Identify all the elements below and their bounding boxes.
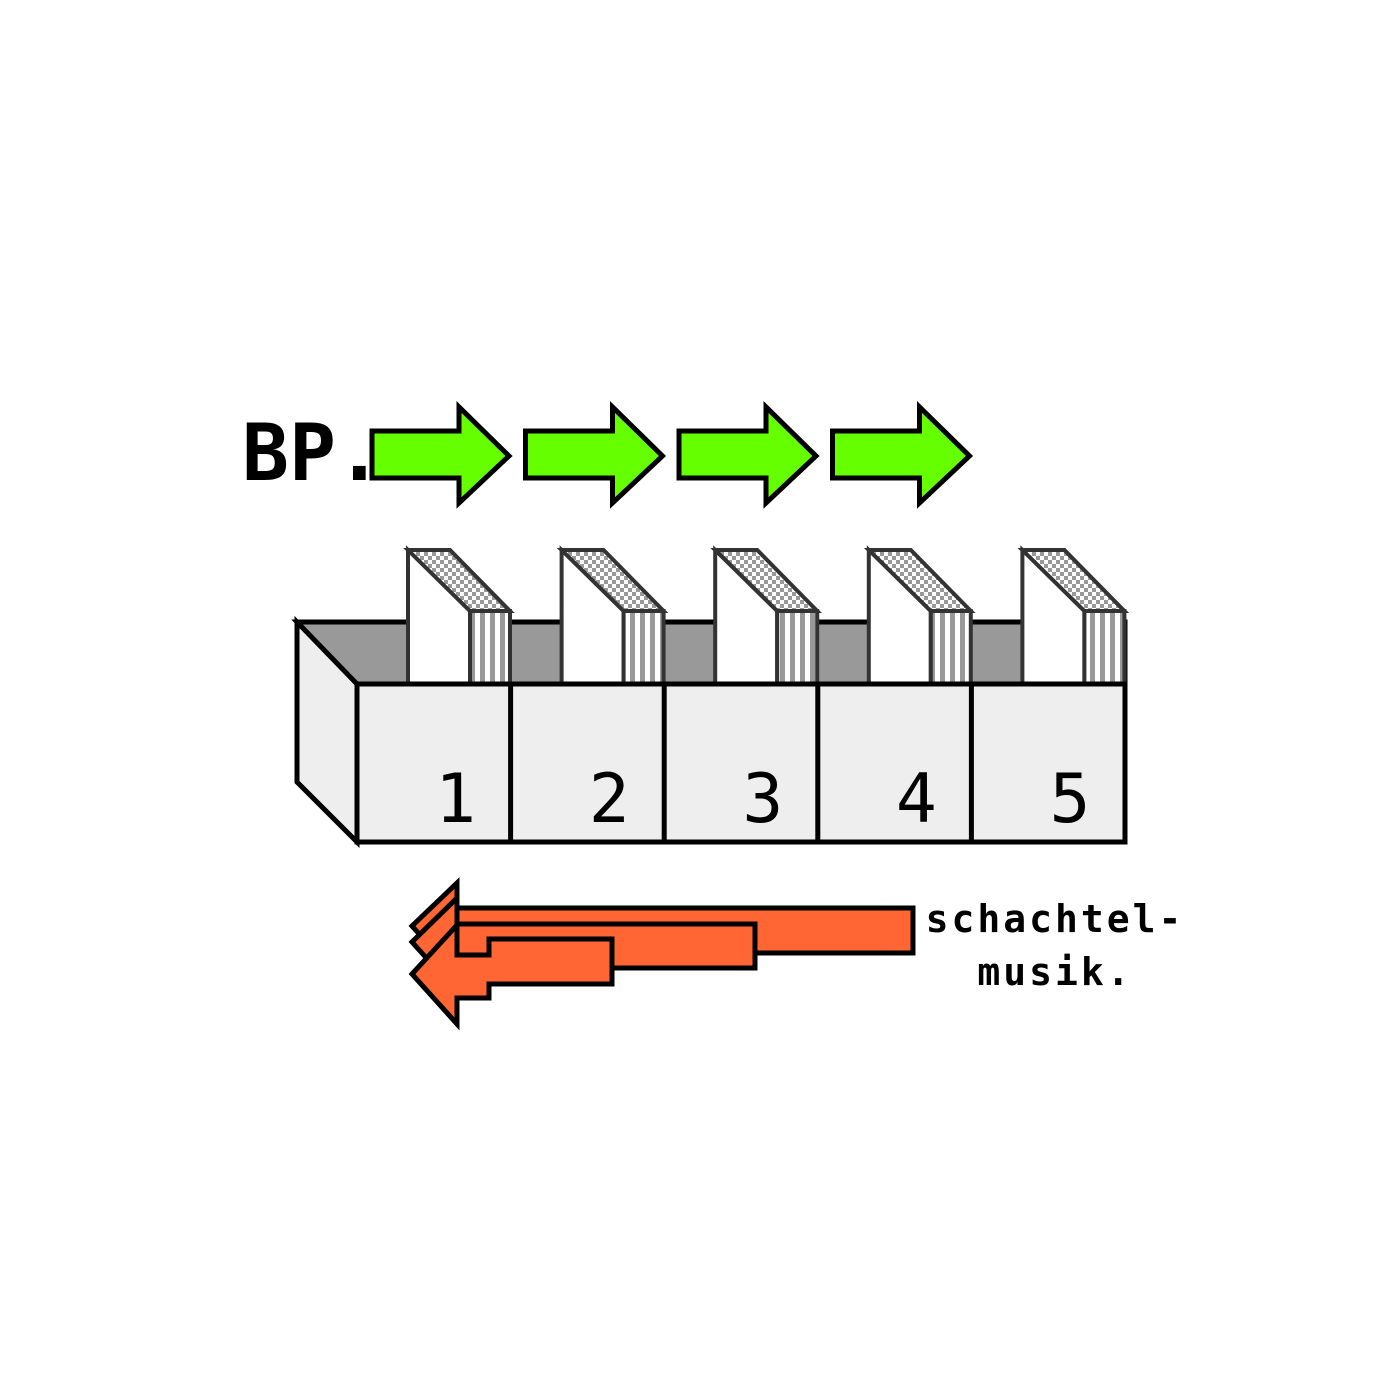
book	[863, 545, 976, 686]
compartment-group: 1 2 3 4 5	[435, 684, 1090, 842]
compartment-number: 4	[896, 760, 937, 839]
book	[556, 545, 669, 686]
book	[403, 545, 515, 686]
book-pages	[775, 609, 820, 686]
caption-line-2: musik.	[977, 950, 1132, 994]
backward-arrow-group	[408, 877, 916, 1031]
forward-arrow-group	[369, 401, 974, 509]
compartment-number: 1	[435, 760, 476, 839]
book-pages	[468, 609, 512, 686]
book-pages	[1082, 609, 1127, 686]
forward-arrow	[830, 401, 974, 509]
compartment-number: 2	[589, 760, 630, 839]
book	[710, 545, 822, 686]
backward-arrow-short	[408, 918, 615, 1031]
forward-arrow	[369, 401, 513, 509]
compartment-number: 3	[742, 760, 783, 839]
book-pages	[928, 609, 973, 686]
title-label: BP.	[242, 409, 383, 499]
forward-arrow	[523, 401, 667, 509]
box-front-face	[354, 681, 1128, 845]
compartment-number: 5	[1050, 760, 1091, 839]
forward-arrow	[676, 401, 820, 509]
book-pages	[621, 609, 666, 686]
book	[1017, 545, 1130, 686]
box: 1 2 3 4 5	[291, 545, 1130, 849]
book-group	[403, 545, 1130, 686]
caption-line-1: schachtel-	[926, 897, 1185, 941]
